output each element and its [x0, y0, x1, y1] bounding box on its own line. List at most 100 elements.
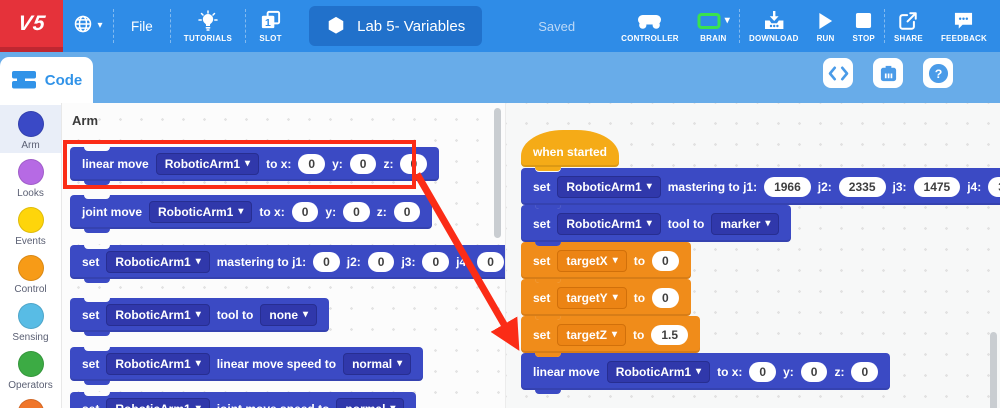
- category-sensing[interactable]: Sensing: [0, 297, 61, 345]
- category-label: Operators: [8, 380, 53, 391]
- chevron-down-icon: ▾: [612, 328, 618, 340]
- feedback-button[interactable]: FEEDBACK: [932, 0, 996, 52]
- dropdown-targetX[interactable]: targetX▾: [557, 249, 627, 272]
- value-input[interactable]: 0: [313, 252, 340, 272]
- block-label: z:: [383, 157, 394, 171]
- toolbar-divider: [113, 9, 114, 43]
- block-label: mastering to j1:: [667, 179, 758, 194]
- run-label: RUN: [816, 34, 835, 43]
- palette-scrollbar[interactable]: [494, 108, 501, 238]
- controller-button[interactable]: CONTROLLER: [612, 0, 688, 52]
- language-selector[interactable]: ▾: [63, 0, 113, 52]
- dropdown-value: RoboticArm1: [115, 357, 191, 371]
- dropdown-none[interactable]: none▾: [260, 304, 318, 326]
- dropdown-normal[interactable]: normal▾: [336, 398, 405, 408]
- code-toggle-icon: [828, 65, 849, 82]
- value-input[interactable]: 0: [652, 250, 679, 271]
- dropdown-RoboticArm1[interactable]: RoboticArm1▾: [557, 212, 661, 235]
- dropdown-RoboticArm1[interactable]: RoboticArm1▾: [557, 175, 661, 198]
- dropdown-value: RoboticArm1: [158, 205, 234, 219]
- toolbar-divider: [245, 9, 247, 43]
- share-label: SHARE: [893, 34, 923, 43]
- value-input[interactable]: 0: [298, 154, 326, 174]
- value-input[interactable]: 0: [400, 154, 428, 174]
- code-view-toggle-button[interactable]: [823, 58, 853, 88]
- value-input[interactable]: 1.5: [651, 324, 689, 345]
- download-label: DOWNLOAD: [748, 34, 799, 43]
- chevron-down-icon: ▾: [195, 358, 201, 369]
- run-button[interactable]: RUN: [808, 0, 844, 52]
- dropdown-RoboticArm1[interactable]: RoboticArm1▾: [106, 251, 210, 273]
- dropdown-RoboticArm1[interactable]: RoboticArm1▾: [149, 201, 253, 223]
- value-input[interactable]: 0: [422, 252, 450, 272]
- block-label: linear move: [533, 364, 600, 379]
- device-icon: [879, 64, 898, 83]
- dropdown-targetY[interactable]: targetY▾: [557, 286, 627, 309]
- help-button[interactable]: ?: [923, 58, 953, 88]
- category-arm[interactable]: Arm: [0, 105, 61, 153]
- set-linear-speed-block[interactable]: set RoboticArm1 ▾ linear move speed to norma…: [70, 347, 424, 385]
- block-label: j3:: [401, 255, 416, 269]
- tutorials-button[interactable]: TUTORIALS: [171, 0, 245, 52]
- category-control[interactable]: Control: [0, 249, 61, 297]
- value-input[interactable]: 0: [291, 202, 319, 222]
- value-input[interactable]: 0: [349, 154, 377, 174]
- controller-label: CONTROLLER: [621, 34, 679, 43]
- value-input[interactable]: 0: [800, 361, 828, 382]
- value-input[interactable]: 0: [343, 202, 370, 222]
- value-input[interactable]: 2335: [838, 176, 886, 197]
- value-input[interactable]: 0: [749, 361, 777, 382]
- file-menu[interactable]: File: [131, 18, 153, 34]
- when-started-block[interactable]: when started: [521, 130, 620, 171]
- tab-code[interactable]: Code: [0, 57, 93, 103]
- category-partial[interactable]: [0, 393, 61, 408]
- category-color-dot: [17, 399, 44, 408]
- stop-button[interactable]: STOP: [844, 0, 884, 52]
- download-button[interactable]: DOWNLOAD: [740, 0, 808, 52]
- value-input[interactable]: 0: [851, 361, 879, 382]
- canvas-scrollbar[interactable]: [990, 332, 997, 408]
- dropdown-targetZ[interactable]: targetZ▾: [557, 323, 627, 346]
- value-input[interactable]: 0: [652, 287, 679, 308]
- dropdown-RoboticArm1[interactable]: RoboticArm1▾: [155, 153, 260, 175]
- dropdown-RoboticArm1[interactable]: RoboticArm1▾: [106, 304, 210, 326]
- workspace-buttons: ?: [823, 58, 953, 88]
- value-input[interactable]: 1475: [913, 176, 961, 197]
- value-input[interactable]: 369: [988, 176, 1000, 197]
- block-label: linear move speed to: [216, 357, 337, 371]
- value-input[interactable]: 0: [367, 252, 395, 272]
- value-input[interactable]: 0: [393, 202, 421, 222]
- device-info-button[interactable]: [873, 58, 903, 88]
- project-name-field[interactable]: Lab 5- Variables: [309, 6, 483, 46]
- dropdown-RoboticArm1[interactable]: RoboticArm1 ▾: [106, 353, 210, 375]
- category-label: Events: [15, 236, 46, 247]
- value-input[interactable]: 1966: [764, 176, 811, 197]
- block-label: set: [82, 357, 100, 371]
- brain-button[interactable]: ▾BRAIN: [688, 0, 739, 52]
- value-input[interactable]: 0: [477, 252, 504, 272]
- category-events[interactable]: Events: [0, 201, 61, 249]
- dropdown-RoboticArm1[interactable]: RoboticArm1▾: [606, 360, 711, 383]
- category-operators[interactable]: Operators: [0, 345, 61, 393]
- category-looks[interactable]: Looks: [0, 153, 61, 201]
- vex-v5-logo: V5: [0, 0, 63, 52]
- dropdown-marker[interactable]: marker▾: [711, 212, 780, 235]
- share-button[interactable]: SHARE: [885, 0, 932, 52]
- dropdown-normal[interactable]: normal▾: [343, 353, 412, 375]
- slot-button[interactable]: 1 SLOT: [246, 0, 295, 52]
- dropdown-RoboticArm1[interactable]: RoboticArm1▾: [106, 398, 210, 408]
